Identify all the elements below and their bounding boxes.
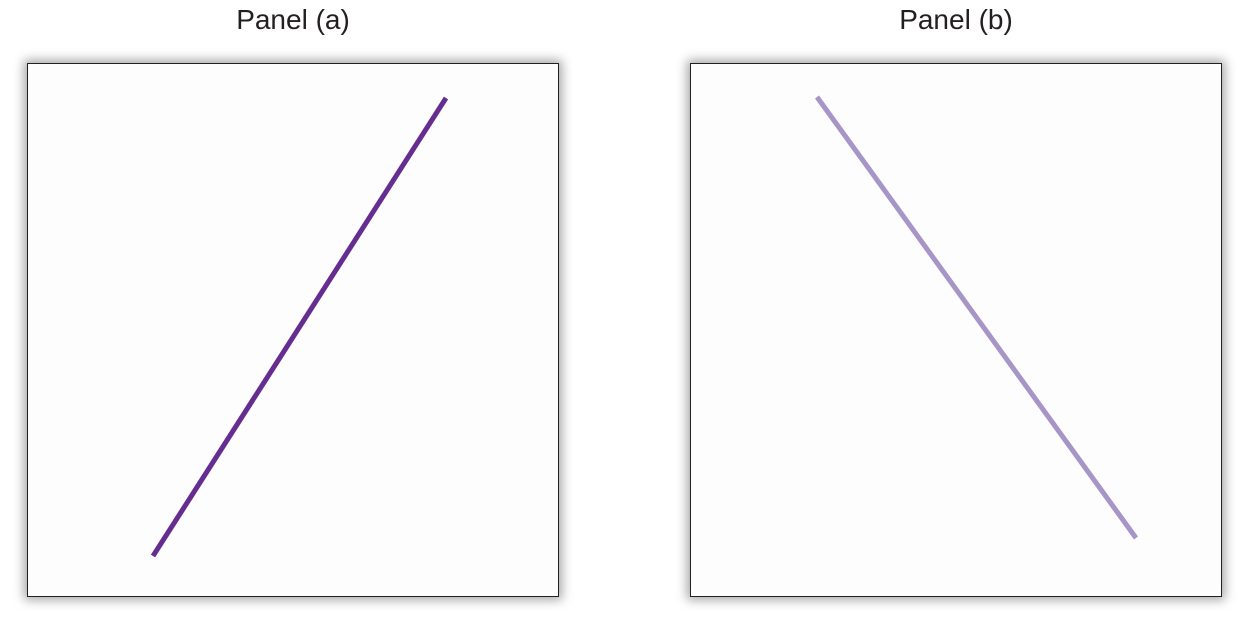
panel-b-frame — [690, 63, 1222, 597]
panel-a-upward-line — [150, 96, 449, 558]
panel-a-plot — [150, 96, 449, 558]
panel-b-title: Panel (b) — [899, 4, 1013, 35]
panel-a-frame — [27, 63, 559, 597]
panel-b-downward-line — [814, 95, 1139, 540]
panel-b-plot — [814, 95, 1139, 540]
panel-a-title: Panel (a) — [236, 4, 350, 35]
